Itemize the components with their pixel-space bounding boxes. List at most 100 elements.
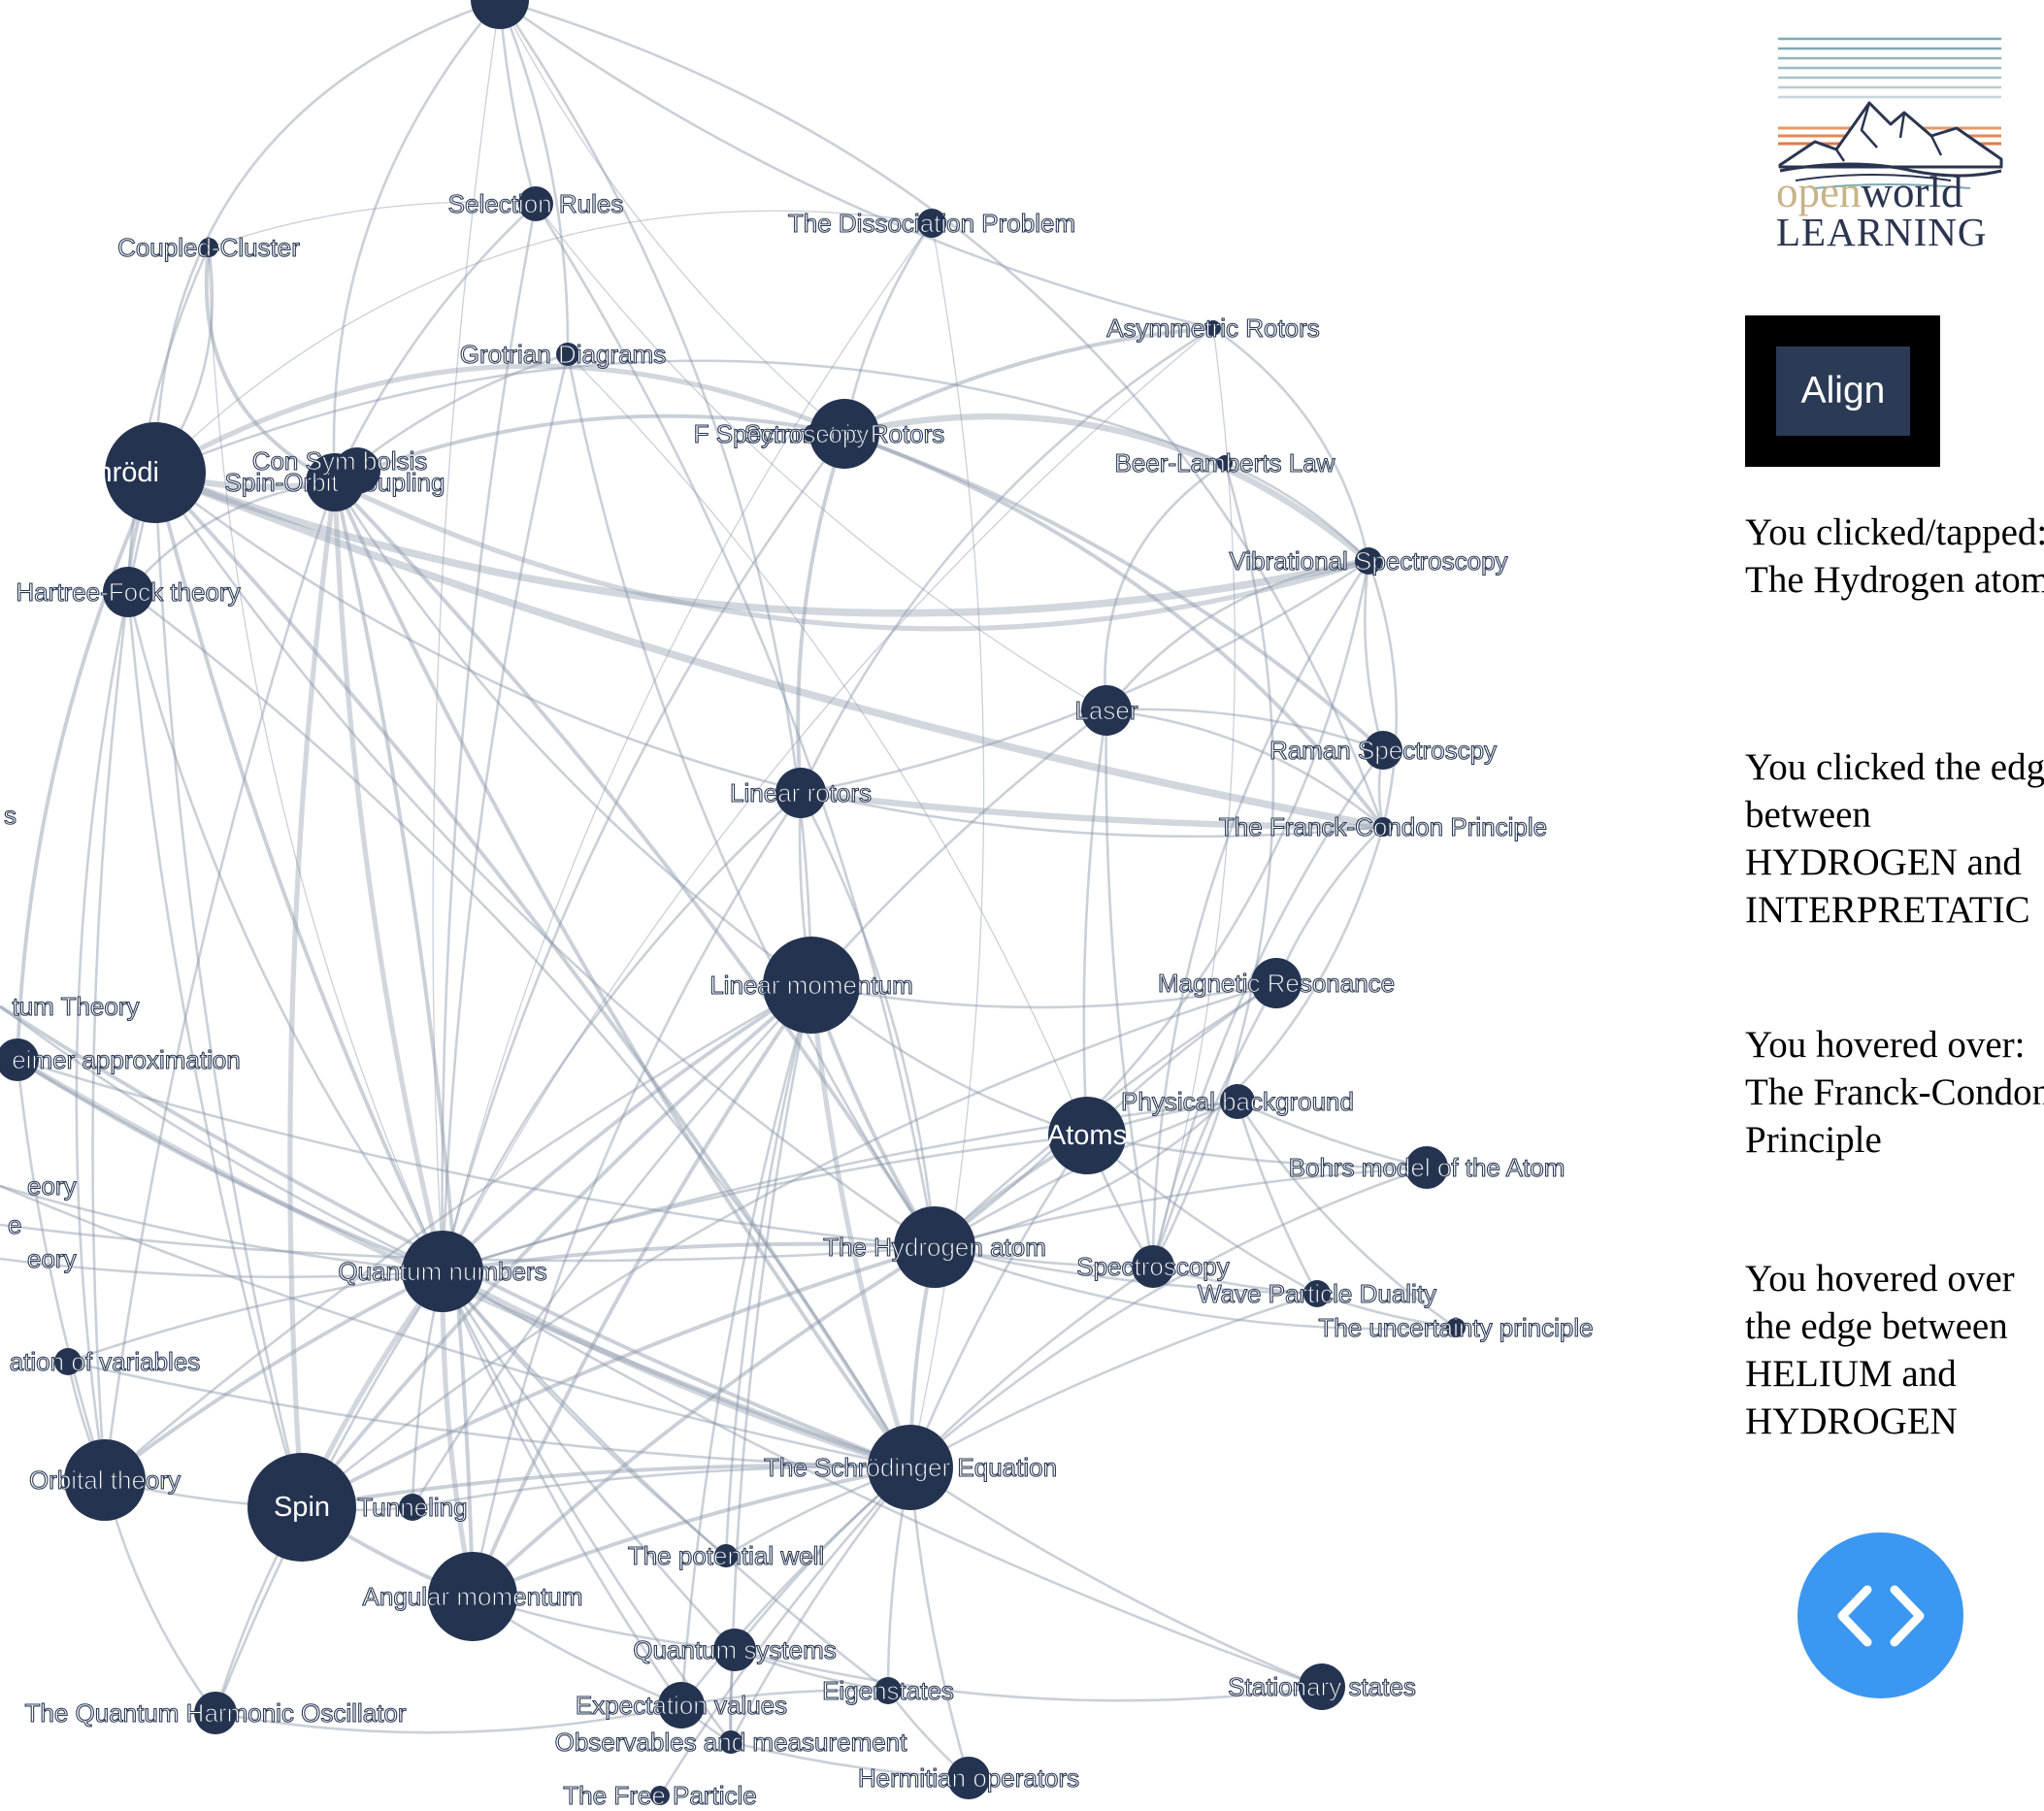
- graph-edge[interactable]: [908, 1135, 1089, 1468]
- embed-code-button[interactable]: [1797, 1532, 1963, 1698]
- graph-edge[interactable]: [843, 432, 1385, 829]
- graph-edge[interactable]: [729, 1466, 912, 1743]
- graph-edge[interactable]: [658, 1466, 911, 1796]
- graph-edge[interactable]: [334, 413, 845, 484]
- graph-node[interactable]: The potential well: [627, 1540, 824, 1570]
- graph-edge[interactable]: [442, 1100, 1238, 1273]
- graph-node-circle[interactable]: [658, 1682, 705, 1729]
- graph-node-circle[interactable]: [471, 0, 529, 29]
- graph-node[interactable]: Magnetic Resonance: [1157, 958, 1396, 1008]
- graph-node-circle[interactable]: [1205, 320, 1221, 336]
- graph-edge[interactable]: [432, 0, 501, 1272]
- graph-node[interactable]: [334, 447, 380, 494]
- graph-node-circle[interactable]: [713, 1629, 756, 1671]
- graph-node-circle[interactable]: [804, 424, 823, 444]
- graph-node[interactable]: Quantum systems: [633, 1629, 837, 1671]
- graph-edge[interactable]: [441, 203, 538, 1272]
- graph-edge[interactable]: [1105, 708, 1384, 752]
- graph-edge[interactable]: [154, 471, 1384, 839]
- graph-edge[interactable]: [214, 1703, 682, 1734]
- graph-node-circle[interactable]: [868, 1425, 953, 1510]
- graph-node-circle[interactable]: [399, 1494, 426, 1521]
- graph-edge[interactable]: [499, 0, 1214, 330]
- graph-node[interactable]: Wave Particle Duality: [1197, 1278, 1436, 1308]
- graph-node[interactable]: Atoms: [1047, 1097, 1127, 1174]
- graph-edge[interactable]: [934, 826, 1385, 1249]
- graph-node-circle[interactable]: [775, 768, 826, 818]
- graph-edge[interactable]: [471, 792, 803, 1597]
- graph-node-circle[interactable]: [199, 238, 218, 257]
- graph-edge[interactable]: [154, 359, 1226, 475]
- graph-node-circle[interactable]: [714, 1544, 738, 1567]
- graph-edge[interactable]: [153, 469, 1369, 617]
- graph-node-circle[interactable]: [105, 422, 206, 523]
- graph-node[interactable]: Spectroscopy: [1076, 1245, 1230, 1288]
- graph-edge[interactable]: [1212, 326, 1370, 562]
- graph-node[interactable]: The Schrödinger Equation: [763, 1425, 1058, 1510]
- graph-node-circle[interactable]: [1355, 547, 1382, 575]
- graph-node-circle[interactable]: [518, 186, 553, 221]
- graph-edge[interactable]: [441, 1270, 683, 1706]
- graph-edge[interactable]: [127, 590, 912, 1468]
- graph-edge[interactable]: [333, 480, 937, 1249]
- graph-node[interactable]: Bohrs model of the Atom: [1288, 1146, 1566, 1189]
- graph-edge[interactable]: [1104, 709, 1155, 1268]
- graph-edge[interactable]: [796, 433, 846, 794]
- graph-edge[interactable]: [67, 1360, 911, 1469]
- graph-edge[interactable]: [300, 983, 813, 1509]
- graph-edge[interactable]: [442, 1269, 1323, 1689]
- graph-edge[interactable]: [680, 1689, 889, 1707]
- graph-edge[interactable]: [1104, 559, 1369, 711]
- graph-node[interactable]: Tunneling: [357, 1492, 468, 1522]
- graph-node-circle[interactable]: [334, 447, 380, 494]
- graph-node[interactable]: e: [7, 1209, 22, 1239]
- graph-edge[interactable]: [441, 1270, 727, 1558]
- graph-edge[interactable]: [1151, 749, 1385, 1268]
- graph-edge[interactable]: [153, 469, 1384, 831]
- graph-edge[interactable]: [332, 0, 501, 483]
- graph-node-circle[interactable]: [64, 1439, 146, 1521]
- graph-node[interactable]: The Franck-Condon Principle: [1218, 811, 1547, 841]
- graph-edge[interactable]: [934, 1245, 1318, 1296]
- graph-edge[interactable]: [441, 1270, 733, 1743]
- graph-edge[interactable]: [499, 0, 845, 435]
- graph-node-circle[interactable]: [1081, 685, 1132, 736]
- graph-edge[interactable]: [499, 0, 1385, 828]
- graph-edge[interactable]: [934, 560, 1370, 1249]
- graph-edge[interactable]: [567, 353, 1088, 1136]
- graph-edge[interactable]: [471, 983, 813, 1597]
- graph-edge[interactable]: [441, 433, 846, 1272]
- graph-node[interactable]: ation of variables: [9, 1346, 201, 1376]
- graph-edge[interactable]: [534, 203, 937, 1248]
- graph-edge[interactable]: [535, 203, 1107, 711]
- graph-node[interactable]: Symmetric Rotors: [743, 399, 945, 469]
- graph-edge[interactable]: [1151, 462, 1275, 1268]
- graph-edge[interactable]: [0, 1184, 444, 1273]
- graph-node[interactable]: Coupled-Cluster: [117, 232, 301, 262]
- graph-node[interactable]: Selection Rules: [447, 186, 624, 221]
- graph-edge[interactable]: [442, 1270, 889, 1693]
- graph-edge[interactable]: [127, 480, 336, 593]
- graph-node-circle[interactable]: [917, 209, 946, 238]
- graph-node[interactable]: The Free Particle: [563, 1780, 758, 1810]
- graph-node[interactable]: Raman Spectroscpy: [1269, 731, 1498, 770]
- graph-edge[interactable]: [442, 327, 1214, 1272]
- graph-edge[interactable]: [301, 981, 1277, 1509]
- graph-edge[interactable]: [908, 1466, 971, 1779]
- graph-edge[interactable]: [287, 481, 338, 1508]
- graph-edge[interactable]: [411, 984, 812, 1508]
- graph-node-circle[interactable]: [103, 567, 153, 617]
- graph-edge[interactable]: [1082, 709, 1108, 1136]
- graph-node-circle[interactable]: [1251, 958, 1302, 1008]
- graph-edge[interactable]: [104, 983, 812, 1481]
- graph-node[interactable]: Laser: [1074, 685, 1138, 736]
- graph-node[interactable]: Linear rotors: [729, 768, 873, 818]
- graph-edge[interactable]: [1236, 1101, 1319, 1295]
- graph-edge[interactable]: [810, 981, 1277, 1009]
- graph-node[interactable]: The Dissociation Problem: [787, 208, 1075, 238]
- graph-node-circle[interactable]: [650, 1786, 670, 1805]
- align-button[interactable]: Align: [1776, 346, 1910, 436]
- graph-edge[interactable]: [1151, 560, 1370, 1268]
- graph-edge[interactable]: [0, 1004, 444, 1273]
